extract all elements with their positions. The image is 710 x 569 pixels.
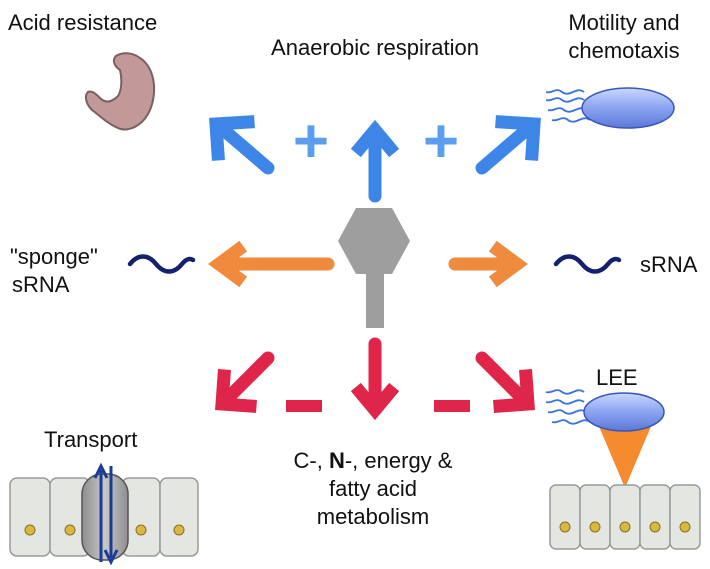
label-metabolism-line2: fatty acid (329, 476, 417, 501)
plus-sign-left: + (293, 107, 329, 176)
srna-wave-icon (553, 254, 622, 274)
arrow-lee (475, 351, 535, 413)
host-epithelial-cells-left (9, 477, 199, 557)
minus-sign-right (434, 400, 470, 412)
arrow-anaerobic-respiration (350, 119, 400, 203)
label-acid-resistance: Acid resistance (8, 10, 157, 35)
membrane-transporter-icon (81, 462, 129, 566)
label-sponge-line2: sRNA (12, 272, 70, 297)
arrow-transport (215, 351, 275, 413)
arrow-metabolism (350, 337, 400, 421)
regulator-icon (338, 208, 410, 328)
arrow-srna (448, 240, 528, 288)
label-motility-line1: Motility and (568, 10, 679, 35)
label-lee: LEE (596, 365, 638, 390)
minus-sign-left (286, 400, 322, 412)
label-anaerobic-respiration: Anaerobic respiration (271, 35, 479, 60)
stomach-icon (84, 52, 156, 131)
label-metabolism-line1: C-, N-, energy & (294, 448, 453, 473)
label-metabolism-line3: metabolism (317, 504, 429, 529)
label-sponge-line1: "sponge" (10, 244, 98, 269)
label-srna: sRNA (640, 252, 698, 277)
host-epithelial-cells-right (549, 484, 701, 550)
arrow-sponge-srna (208, 240, 335, 288)
arrow-acid-resistance (209, 115, 275, 175)
plus-sign-right: + (423, 107, 459, 176)
flagellated-bacterium-icon (545, 87, 675, 129)
sponge-srna-wave-icon (127, 254, 196, 274)
arrow-motility (475, 115, 541, 175)
lee-bacterium-icon (545, 389, 665, 488)
label-transport: Transport (44, 427, 137, 452)
label-motility-line2: chemotaxis (568, 38, 679, 63)
